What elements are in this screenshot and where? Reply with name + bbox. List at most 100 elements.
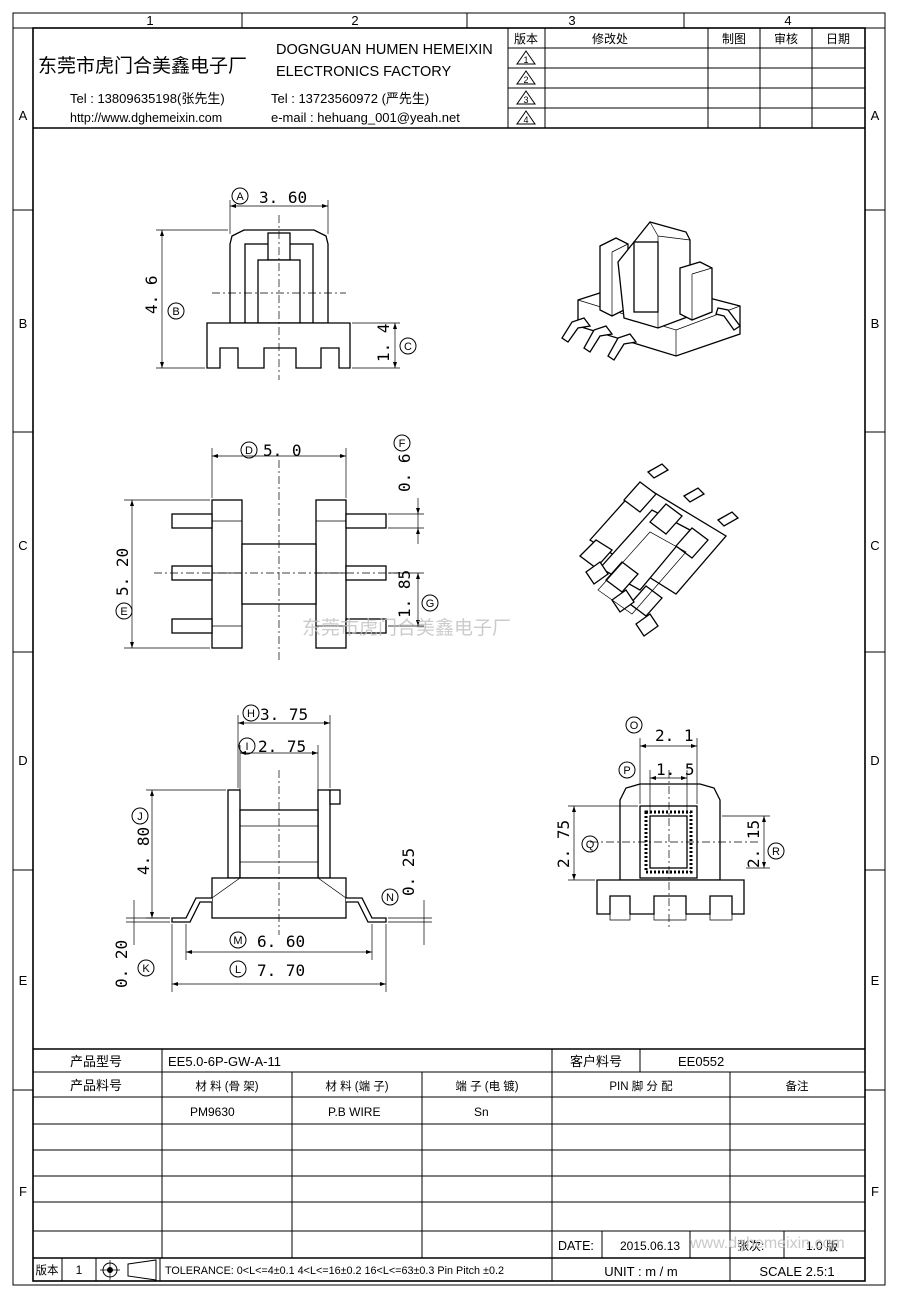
grid-row-a: A xyxy=(19,108,28,123)
dimension-g: G 1. 85 xyxy=(395,570,439,618)
grid-col-1: 1 xyxy=(146,13,153,28)
dimension-b-value: 4. 6 xyxy=(142,275,161,314)
website-link[interactable]: http://www.dghemeixin.com xyxy=(70,111,222,125)
telephone-1: Tel : 13809635198(张先生) xyxy=(70,91,225,106)
dimension-f: F 0. 6 xyxy=(393,434,414,492)
dimension-k-value: 0. 20 xyxy=(112,940,131,988)
dimension-r: R 2. 15 xyxy=(744,820,785,868)
dimension-h: H 3. 75 xyxy=(242,704,308,724)
end-view xyxy=(568,738,770,930)
dimension-m: M 6. 60 xyxy=(229,931,305,951)
dimension-e: E 5. 20 xyxy=(113,548,133,620)
dimension-p: P 1. 5 xyxy=(618,760,695,779)
email-address[interactable]: e-mail : hehuang_001@yeah.net xyxy=(271,110,460,125)
grid-col-4: 4 xyxy=(784,13,791,28)
watermark-company: 东莞市虎门合美鑫电子厂 xyxy=(302,617,511,639)
dimension-g-value: 1. 85 xyxy=(395,570,414,618)
dimension-o-value: 2. 1 xyxy=(655,726,694,745)
grid-row-e: E xyxy=(19,973,28,988)
dimension-d: D 5. 0 xyxy=(240,441,302,460)
date-label: DATE: xyxy=(558,1239,594,1253)
revision-header-drawn: 制图 xyxy=(722,32,746,46)
scale-note: SCALE 2.5:1 xyxy=(759,1264,834,1279)
isometric-view-top xyxy=(561,221,741,361)
svg-text:E: E xyxy=(120,606,127,618)
projection-symbol-icon xyxy=(100,1259,157,1281)
dimension-q: Q 2. 75 xyxy=(554,820,599,868)
page-label: 张次: xyxy=(737,1239,764,1253)
svg-text:D: D xyxy=(245,445,253,457)
grid-row-a-right: A xyxy=(871,108,880,123)
material-pin-value: P.B WIRE xyxy=(328,1105,380,1119)
svg-text:R: R xyxy=(772,846,780,858)
revision-triangle-3: 3 xyxy=(516,90,536,105)
svg-text:2: 2 xyxy=(523,75,528,85)
svg-text:K: K xyxy=(142,963,150,975)
front-view xyxy=(156,200,400,380)
company-name-cn: 东莞市虎门合美鑫电子厂 xyxy=(38,55,247,77)
title-block: 产品型号 EE5.0-6P-GW-A-11 客户料号 EE0552 产品料号 材… xyxy=(33,1048,865,1281)
revision-table: 版本 修改处 制图 审核 日期 1 2 3 4 xyxy=(507,27,866,129)
dimension-l: L 7. 70 xyxy=(229,960,305,980)
dimension-h-value: 3. 75 xyxy=(260,705,308,724)
company-name-en-line2: ELECTRONICS FACTORY xyxy=(276,64,451,80)
revision-triangle-1: 1 xyxy=(516,50,536,65)
svg-text:J: J xyxy=(137,811,143,823)
grid-row-d-right: D xyxy=(870,753,879,768)
dimension-b: B 4. 6 xyxy=(142,275,185,320)
grid-row-f-right: F xyxy=(871,1184,879,1199)
plating-value: Sn xyxy=(474,1105,489,1119)
footer-watermark: www.dghemeixin.com xyxy=(689,1235,845,1252)
product-model-label: 产品型号 xyxy=(70,1054,122,1069)
dimension-j: J 4. 80 xyxy=(131,807,153,875)
grid-row-c-right: C xyxy=(870,538,879,553)
svg-text:B: B xyxy=(172,306,179,318)
grid-col-2: 2 xyxy=(351,13,358,28)
svg-text:O: O xyxy=(630,720,639,732)
grid-col-3: 3 xyxy=(568,13,575,28)
grid-row-f: F xyxy=(19,1184,27,1199)
dimension-c: C 1. 4 xyxy=(374,323,417,362)
svg-text:C: C xyxy=(404,341,412,353)
material-bobbin-label: 材 料 (骨 架) xyxy=(195,1079,258,1093)
svg-text:1: 1 xyxy=(523,55,528,65)
grid-row-labels-left: A B C D E F xyxy=(18,108,27,1199)
dimension-q-value: 2. 75 xyxy=(554,820,573,868)
grid-row-c: C xyxy=(18,538,27,553)
bottom-view xyxy=(124,448,424,660)
dimension-d-value: 5. 0 xyxy=(263,441,302,460)
customer-code-label: 客户料号 xyxy=(570,1054,622,1069)
page-value: 1.0 版 xyxy=(806,1239,838,1253)
dimension-p-value: 1. 5 xyxy=(656,760,695,779)
svg-text:F: F xyxy=(399,438,406,450)
svg-text:M: M xyxy=(233,935,242,947)
version-label: 版本 xyxy=(36,1263,59,1277)
dimension-r-value: 2. 15 xyxy=(744,820,763,868)
revision-header-change: 修改处 xyxy=(592,31,628,46)
svg-text:G: G xyxy=(426,598,435,610)
header: 东莞市虎门合美鑫电子厂 DOGNGUAN HUMEN HEMEIXIN ELEC… xyxy=(33,42,865,129)
company-name-en-line1: DOGNGUAN HUMEN HEMEIXIN xyxy=(276,42,493,58)
customer-code-value: EE0552 xyxy=(678,1054,724,1069)
svg-text:3: 3 xyxy=(523,95,528,105)
grid-row-d: D xyxy=(18,753,27,768)
dimension-a-value: 3. 60 xyxy=(259,188,307,207)
remarks-label: 备注 xyxy=(786,1079,809,1093)
grid-row-e-right: E xyxy=(871,973,880,988)
dimension-o: O 2. 1 xyxy=(625,716,694,745)
dimension-m-value: 6. 60 xyxy=(257,932,305,951)
revision-header-version: 版本 xyxy=(514,32,538,46)
grid-row-b: B xyxy=(19,316,28,331)
dimension-a: A 3. 60 xyxy=(231,187,307,207)
tolerance-note: TOLERANCE: 0<L<=4±0.1 4<L<=16±0.2 16<L<=… xyxy=(165,1265,504,1277)
product-model-value: EE5.0-6P-GW-A-11 xyxy=(168,1054,281,1069)
product-code-label: 产品料号 xyxy=(70,1078,122,1093)
svg-text:N: N xyxy=(386,892,394,904)
dimension-j-value: 4. 80 xyxy=(134,827,153,875)
material-bobbin-value: PM9630 xyxy=(190,1105,235,1119)
svg-text:L: L xyxy=(235,964,241,976)
dimension-n-value: 0. 25 xyxy=(399,848,418,896)
telephone-2: Tel : 13723560972 (严先生) xyxy=(271,91,429,106)
dimension-i-value: 2. 75 xyxy=(258,737,306,756)
